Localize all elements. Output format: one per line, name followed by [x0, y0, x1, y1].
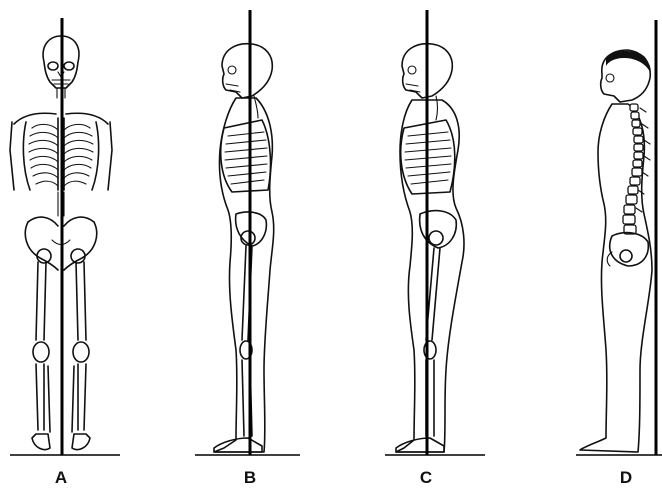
panel-c-skeleton: [385, 10, 485, 455]
spine-d: [623, 104, 650, 234]
foot-c: [396, 438, 444, 452]
panel-a-skeleton: [10, 18, 120, 455]
panel-label-d: D: [611, 469, 641, 486]
neck-c: [436, 96, 438, 120]
panel-b-skeleton: [195, 10, 300, 455]
panel-d-body: [576, 20, 662, 455]
body-outline-b: [214, 98, 274, 452]
ribcage-side-b: [221, 120, 271, 192]
panel-label-c: C: [411, 469, 441, 486]
panel-label-b: B: [235, 469, 265, 486]
pelvis-side-c: [420, 211, 457, 248]
pelvis-side-d: [607, 233, 648, 266]
panel-label-a: A: [46, 469, 76, 486]
body-outline-c: [396, 100, 464, 452]
